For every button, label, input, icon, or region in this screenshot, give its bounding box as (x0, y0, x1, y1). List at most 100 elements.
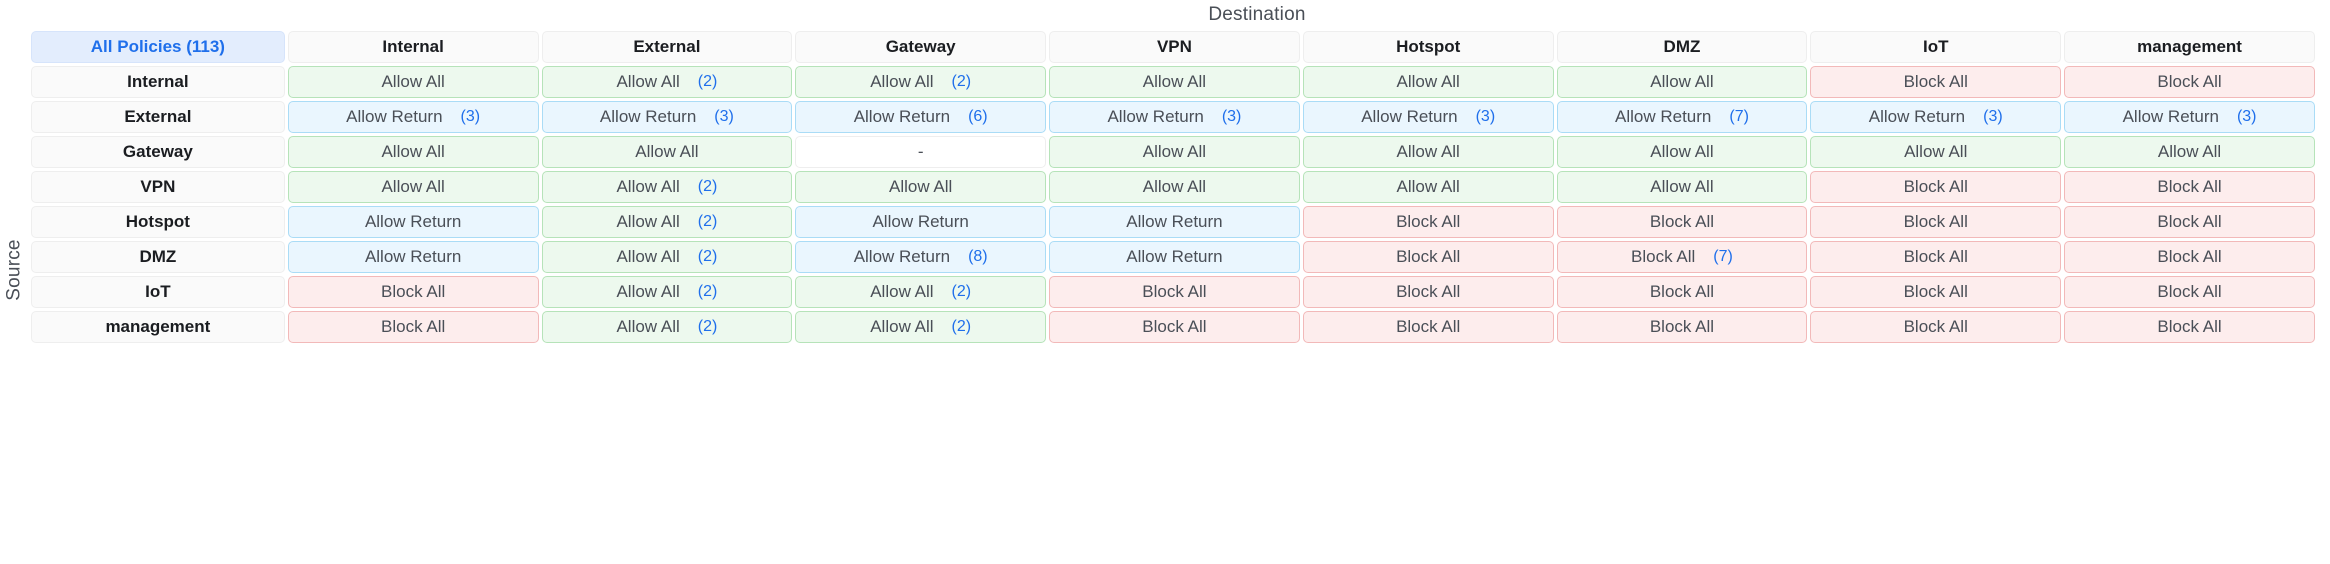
policy-cell[interactable]: Allow All (1302, 136, 1554, 168)
row-header-iot[interactable]: IoT (31, 276, 285, 308)
policy-cell[interactable]: Allow All (1049, 66, 1300, 98)
policy-cell-dmz-to-management[interactable]: Block All (2064, 241, 2315, 273)
policy-cell-hotspot-to-iot[interactable]: Block All (1810, 206, 2062, 238)
policy-count-badge[interactable]: (2) (951, 73, 972, 90)
policy-cell[interactable]: Allow Return(3) (2064, 101, 2315, 133)
policy-count-badge[interactable]: (7) (1729, 108, 1749, 125)
policy-cell-gateway-to-management[interactable]: Allow All (2064, 136, 2315, 168)
policy-cell-vpn-to-dmz[interactable]: Allow All (1556, 171, 1808, 203)
policy-cell[interactable]: Allow Return (287, 241, 539, 273)
policy-count-badge[interactable]: (2) (697, 318, 718, 335)
column-header-dmz[interactable]: DMZ (1556, 31, 1808, 63)
row-header-management[interactable]: management (31, 311, 285, 343)
policy-cell[interactable]: Block All (287, 276, 539, 308)
policy-cell[interactable]: Allow Return(3) (1302, 101, 1554, 133)
policy-cell-management-to-hotspot[interactable]: Block All (1302, 311, 1554, 343)
policy-cell[interactable]: Allow All (1810, 136, 2062, 168)
policy-cell-iot-to-vpn[interactable]: Block All (1049, 276, 1300, 308)
policy-cell-management-to-external[interactable]: Allow All(2) (541, 311, 793, 343)
policy-cell-management-to-vpn[interactable]: Block All (1049, 311, 1300, 343)
policy-cell[interactable]: - (795, 136, 1047, 168)
row-header-hotspot[interactable]: Hotspot (31, 206, 285, 238)
column-header-gateway[interactable]: Gateway (795, 31, 1047, 63)
policy-cell-gateway-to-vpn[interactable]: Allow All (1049, 136, 1300, 168)
policy-cell[interactable]: Block All (1810, 241, 2062, 273)
all-policies-corner-cell[interactable]: All Policies (113) (31, 31, 285, 63)
policy-cell-management-to-gateway[interactable]: Allow All(2) (795, 311, 1047, 343)
policy-cell[interactable]: Allow All(2) (541, 276, 793, 308)
row-header-internal[interactable]: Internal (31, 66, 285, 98)
policy-cell[interactable]: Block All (287, 311, 539, 343)
policy-cell-gateway-to-external[interactable]: Allow All (541, 136, 793, 168)
policy-cell[interactable]: Allow Return(3) (1810, 101, 2062, 133)
policy-cell[interactable]: Allow All (1556, 136, 1808, 168)
policy-cell-internal-to-internal[interactable]: Allow All (287, 66, 539, 98)
policy-cell[interactable]: Allow All (1556, 171, 1808, 203)
row-header-external[interactable]: External (31, 101, 285, 133)
policy-cell-internal-to-external[interactable]: Allow All(2) (541, 66, 793, 98)
row-header-label[interactable]: Gateway (31, 136, 285, 168)
policy-cell-iot-to-management[interactable]: Block All (2064, 276, 2315, 308)
policy-cell-dmz-to-external[interactable]: Allow All(2) (541, 241, 793, 273)
column-header-label[interactable]: IoT (1810, 31, 2062, 63)
policy-cell[interactable]: Block All (1049, 276, 1300, 308)
policy-cell-internal-to-gateway[interactable]: Allow All(2) (795, 66, 1047, 98)
policy-cell-hotspot-to-internal[interactable]: Allow Return (287, 206, 539, 238)
policy-cell[interactable]: Block All (1810, 206, 2062, 238)
policy-cell-gateway-to-internal[interactable]: Allow All (287, 136, 539, 168)
policy-cell[interactable]: Allow Return(7) (1556, 101, 1808, 133)
column-header-vpn[interactable]: VPN (1049, 31, 1300, 63)
policy-count-badge[interactable]: (3) (1983, 108, 2003, 125)
policy-count-badge[interactable]: (2) (697, 73, 718, 90)
policy-cell[interactable]: Block All (2064, 206, 2315, 238)
policy-cell-internal-to-iot[interactable]: Block All (1810, 66, 2062, 98)
column-header-label[interactable]: External (541, 31, 793, 63)
policy-cell[interactable]: Block All (1302, 241, 1554, 273)
policy-count-badge[interactable]: (3) (2236, 108, 2257, 125)
column-header-external[interactable]: External (541, 31, 793, 63)
policy-cell-external-to-gateway[interactable]: Allow Return(6) (795, 101, 1047, 133)
policy-cell[interactable]: Allow Return(8) (795, 241, 1047, 273)
policy-count-badge[interactable]: (2) (697, 283, 718, 300)
policy-cell-vpn-to-gateway[interactable]: Allow All (795, 171, 1047, 203)
policy-cell-vpn-to-internal[interactable]: Allow All (287, 171, 539, 203)
policy-cell[interactable]: Allow All (1302, 66, 1554, 98)
policy-cell[interactable]: Allow Return (1049, 241, 1300, 273)
column-header-label[interactable]: management (2064, 31, 2315, 63)
policy-count-badge[interactable]: (3) (460, 108, 481, 125)
policy-cell[interactable]: Allow Return(3) (287, 101, 539, 133)
policy-cell[interactable]: Allow All (1302, 171, 1554, 203)
column-header-management[interactable]: management (2064, 31, 2315, 63)
all-policies-label[interactable]: All Policies (113) (31, 31, 285, 63)
row-header-gateway[interactable]: Gateway (31, 136, 285, 168)
policy-count-badge[interactable]: (3) (1475, 108, 1496, 125)
policy-cell[interactable]: Block All (2064, 276, 2315, 308)
policy-cell[interactable]: Block All (1810, 171, 2062, 203)
column-header-label[interactable]: Gateway (795, 31, 1047, 63)
policy-cell[interactable]: Allow Return (795, 206, 1047, 238)
policy-cell-iot-to-iot[interactable]: Block All (1810, 276, 2062, 308)
policy-cell[interactable]: Allow All(2) (795, 276, 1047, 308)
policy-cell[interactable]: Allow Return(6) (795, 101, 1047, 133)
policy-cell-gateway-to-iot[interactable]: Allow All (1810, 136, 2062, 168)
row-header-label[interactable]: management (31, 311, 285, 343)
policy-count-badge[interactable]: (3) (714, 108, 734, 125)
policy-cell[interactable]: Allow All(2) (541, 206, 793, 238)
policy-cell-dmz-to-vpn[interactable]: Allow Return (1049, 241, 1300, 273)
column-header-label[interactable]: Internal (287, 31, 539, 63)
policy-cell-management-to-management[interactable]: Block All (2064, 311, 2315, 343)
policy-cell[interactable]: Allow Return (287, 206, 539, 238)
policy-cell[interactable]: Block All (1810, 276, 2062, 308)
row-header-label[interactable]: DMZ (31, 241, 285, 273)
policy-cell[interactable]: Allow Return(3) (541, 101, 793, 133)
policy-cell-iot-to-external[interactable]: Allow All(2) (541, 276, 793, 308)
policy-cell-management-to-internal[interactable]: Block All (287, 311, 539, 343)
policy-cell[interactable]: Block All (1810, 311, 2062, 343)
policy-cell-dmz-to-dmz[interactable]: Block All(7) (1556, 241, 1808, 273)
policy-cell[interactable]: Block All (2064, 311, 2315, 343)
policy-cell-vpn-to-vpn[interactable]: Allow All (1049, 171, 1300, 203)
policy-cell-hotspot-to-dmz[interactable]: Block All (1556, 206, 1808, 238)
policy-cell[interactable]: Allow All(2) (541, 66, 793, 98)
policy-cell-hotspot-to-external[interactable]: Allow All(2) (541, 206, 793, 238)
